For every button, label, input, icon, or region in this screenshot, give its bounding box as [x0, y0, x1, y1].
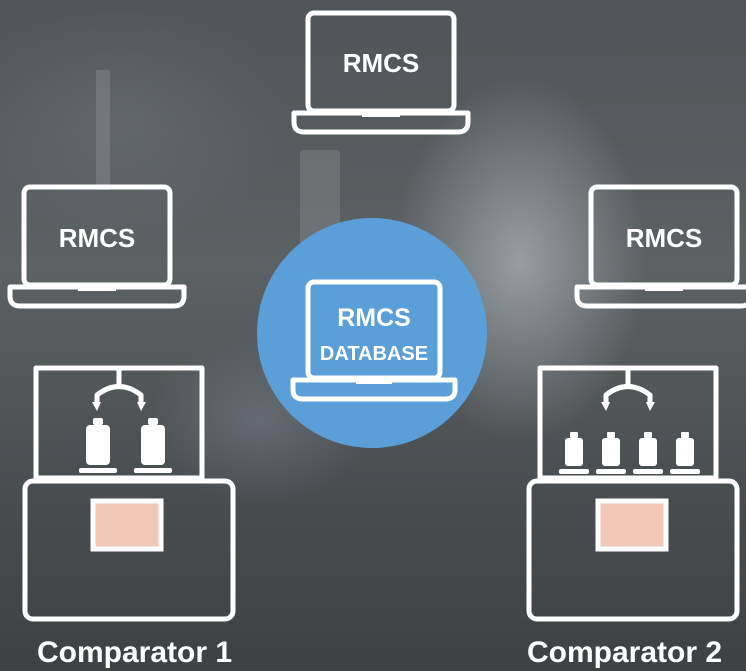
laptop-icon [290, 279, 458, 402]
laptop-icon [7, 184, 187, 309]
weight-icon [79, 418, 117, 473]
database-circle [257, 218, 487, 448]
workstation-left[interactable]: RMCS [7, 184, 187, 309]
laptop-icon [574, 184, 746, 309]
comparator-2[interactable] [526, 365, 740, 622]
workstation-label: RMCS [59, 223, 136, 253]
comparator-1[interactable] [22, 365, 236, 622]
database-node[interactable]: RMCS DATABASE [257, 218, 487, 448]
comparator-2-label: Comparator 2 [527, 636, 723, 669]
weight-icon [596, 432, 626, 474]
mass-comparator-icon [22, 365, 236, 622]
weight-icon [670, 432, 700, 474]
laptop-icon [291, 10, 471, 135]
database-label-line1: RMCS [337, 304, 411, 332]
workstation-label: RMCS [626, 223, 703, 253]
weight-icon [633, 432, 663, 474]
weight-icon [134, 418, 172, 473]
comparator-1-label: Comparator 1 [37, 636, 233, 669]
database-label-line2: DATABASE [320, 343, 428, 365]
gripper-icon [94, 367, 144, 408]
background-photo-hint [96, 70, 110, 190]
comparator-base [22, 478, 236, 622]
mass-comparator-icon [526, 365, 740, 622]
comparator-display [595, 498, 669, 552]
comparator-base [526, 478, 740, 622]
gripper-icon [603, 367, 653, 408]
workstation-label: RMCS [343, 48, 420, 78]
workstation-right[interactable]: RMCS [574, 184, 746, 309]
comparator-display [90, 498, 164, 552]
weight-icon [559, 432, 589, 474]
workstation-top[interactable]: RMCS [291, 10, 471, 135]
